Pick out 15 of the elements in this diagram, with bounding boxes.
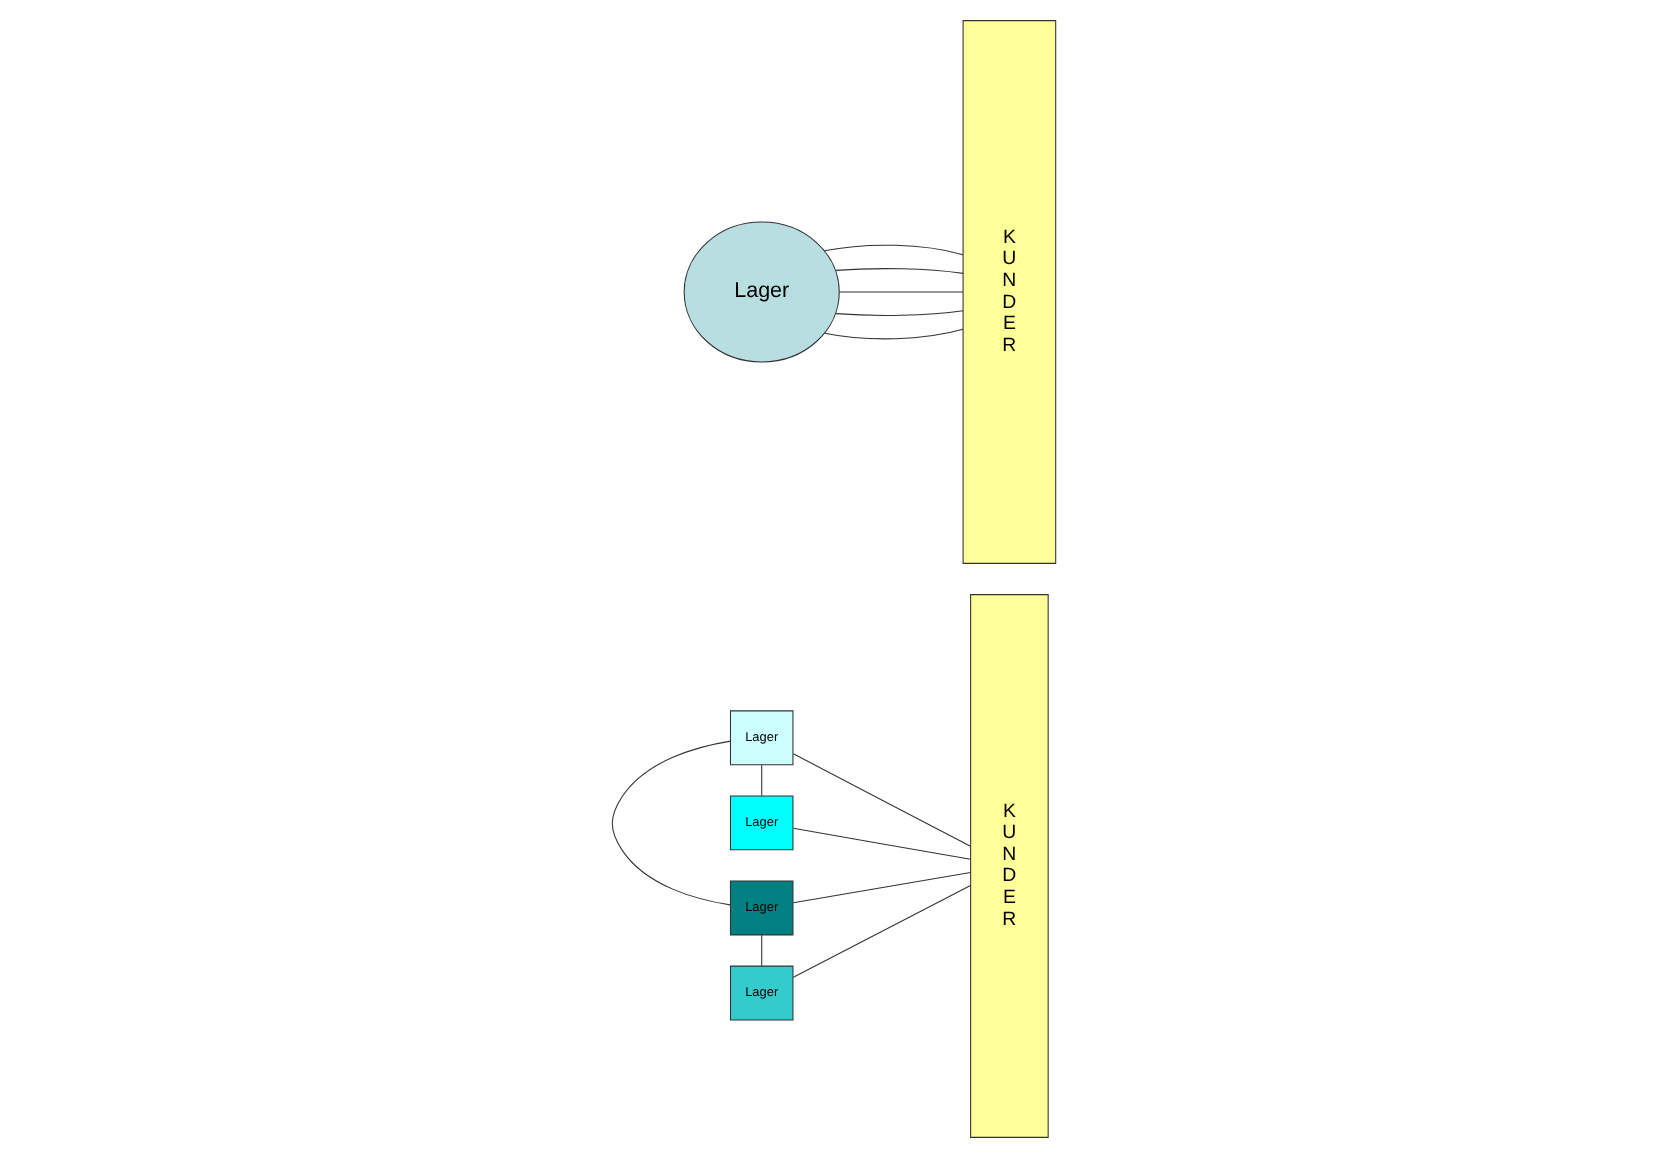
connector [823,328,964,340]
connector [835,310,964,316]
node-box: K U N D E R [962,20,1057,564]
node-circle: Lager [683,221,840,363]
connector [792,827,971,860]
connector [792,871,971,904]
connector [611,740,731,906]
connector [792,885,971,978]
connector [823,244,964,256]
connector [792,753,971,847]
connector [838,291,964,293]
connector [835,268,964,274]
node-box: K U N D E R [970,594,1049,1138]
connector [761,934,763,967]
connector [761,764,763,797]
